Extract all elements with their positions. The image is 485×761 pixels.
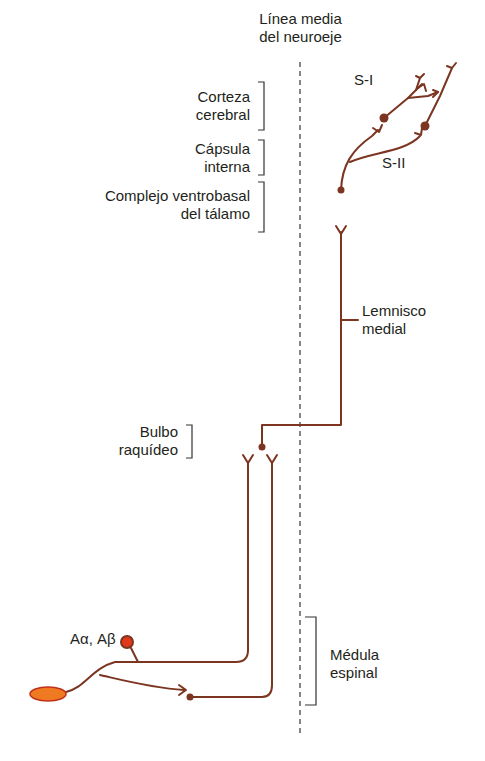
tract-label: Lemnisco medial (362, 302, 437, 338)
region-label: Bulbo raquídeo (103, 423, 178, 459)
dendrite-tip (418, 84, 426, 91)
collateral-axon (100, 675, 184, 690)
bracket (258, 140, 264, 175)
area-label: S-I (354, 71, 394, 89)
synaptic-terminal (179, 685, 186, 695)
synaptic-terminal (267, 455, 277, 463)
synaptic-terminal (336, 226, 346, 234)
fiber-label: Aα, Aβ (70, 630, 130, 648)
synaptic-terminal (415, 128, 422, 135)
region-label: Corteza cerebral (170, 88, 250, 124)
dendrite-tip (447, 63, 456, 68)
region-label: Complejo ventrobasal del tálamo (90, 187, 250, 223)
medial-lemniscus-axon (262, 232, 341, 447)
receptor-ending (30, 687, 66, 701)
area-label: S-II (382, 154, 427, 172)
cell-body (421, 122, 430, 131)
thalamocortical-axon (341, 130, 378, 190)
synaptic-terminal (243, 455, 253, 463)
cell-body (187, 694, 194, 701)
ganglion-cell-body (121, 636, 133, 648)
dendrite-tip (416, 74, 424, 78)
region-label: Cápsula interna (170, 140, 250, 176)
leader-line (341, 319, 358, 321)
midline (299, 62, 300, 735)
synaptic-terminal (373, 125, 382, 132)
cell-body (338, 187, 345, 194)
cortical-dendrite (425, 68, 452, 126)
cell-body (380, 114, 389, 123)
bracket (258, 182, 264, 232)
region-label: Médula espinal (330, 646, 400, 682)
bracket (258, 82, 264, 130)
bracket (305, 617, 316, 705)
primary-afferent-axon (66, 462, 248, 692)
second-axon (190, 462, 272, 697)
dendrite-tip (433, 90, 438, 97)
cell-body (259, 444, 266, 451)
bracket (186, 425, 192, 458)
axon-branch (131, 648, 138, 662)
axis-title: Línea media del neuroeje (253, 10, 348, 46)
